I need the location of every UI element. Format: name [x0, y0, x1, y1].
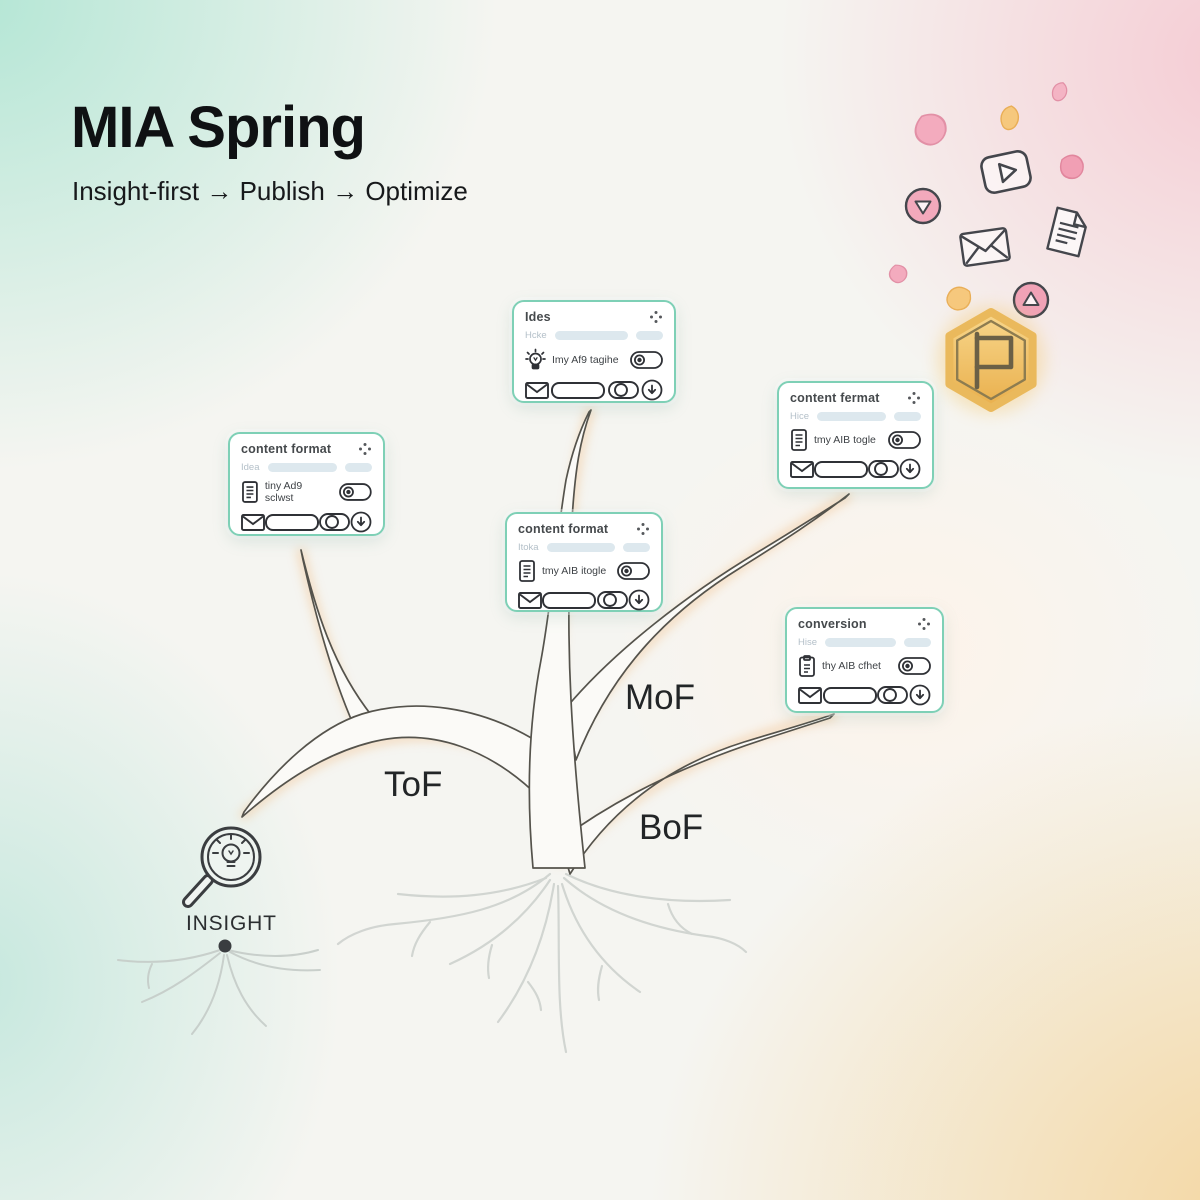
page-title: MIA Spring — [71, 95, 366, 160]
envelope-icon[interactable] — [790, 460, 814, 478]
lightbulb-icon — [212, 834, 250, 867]
row-text: tiny Ad9 sclwst — [264, 480, 303, 504]
pill-button[interactable] — [551, 381, 606, 399]
label-tof: ToF — [384, 765, 443, 804]
row-text: Imy Af9 tagihe — [552, 354, 619, 366]
card-title: content format — [518, 522, 609, 536]
field-label: Idea — [241, 462, 260, 473]
field-label: Hice — [790, 411, 810, 422]
toggle-switch[interactable] — [888, 431, 921, 449]
card-content-format-left[interactable]: content format Idea tiny Ad9 sclwst — [228, 432, 385, 536]
card-content-format-right[interactable]: content fermat Hice tmy AIB togle — [777, 381, 934, 489]
label-bof: BoF — [639, 808, 704, 847]
pill-button[interactable] — [822, 686, 877, 704]
half-toggle-icon[interactable] — [877, 686, 909, 704]
tree-branches — [241, 409, 850, 875]
card-content-format-middle[interactable]: content format Itoka tmy AIB itogle — [505, 512, 663, 612]
lightbulb-icon — [525, 348, 546, 370]
drag-dots-icon[interactable] — [649, 310, 663, 324]
large-root-system — [336, 872, 748, 1054]
document-icon — [1046, 206, 1087, 258]
half-toggle-icon[interactable] — [607, 381, 639, 399]
pill-button[interactable] — [814, 460, 868, 478]
placeholder-bar — [267, 463, 337, 472]
row-text: thy AIB cfhet — [822, 660, 881, 672]
document-icon — [519, 560, 535, 582]
download-icon[interactable] — [641, 379, 663, 401]
placeholder-bar — [345, 463, 372, 472]
row-text: tmy AIB itogle — [542, 565, 607, 577]
clipboard-icon — [799, 655, 815, 677]
download-icon[interactable] — [899, 458, 921, 480]
card-ides[interactable]: Ides Hcke Imy Af9 tagihe — [512, 300, 676, 403]
envelope-icon[interactable] — [241, 513, 265, 531]
toggle-switch[interactable] — [617, 562, 650, 580]
play-video-icon — [980, 149, 1032, 195]
toggle-switch[interactable] — [339, 483, 372, 501]
placeholder-bar — [904, 638, 931, 647]
download-icon[interactable] — [909, 684, 931, 706]
flag-badge-icon — [937, 306, 1045, 414]
drag-dots-icon[interactable] — [636, 522, 650, 536]
envelope-icon[interactable] — [798, 686, 822, 704]
page-subtitle: Insight-first → Publish → Optimize — [72, 176, 468, 206]
placeholder-bar — [546, 543, 615, 552]
play-circle-up-icon — [1012, 281, 1050, 319]
left-card-branch — [300, 549, 373, 727]
pill-button[interactable] — [265, 513, 319, 531]
placeholder-bar — [636, 331, 663, 340]
row-text: tmy AIB togle — [814, 434, 876, 446]
small-root-system — [117, 949, 321, 1035]
label-mof: MoF — [625, 678, 695, 717]
placeholder-bar — [825, 638, 896, 647]
drag-dots-icon[interactable] — [907, 391, 921, 405]
magnifier-lightbulb-icon — [182, 826, 262, 908]
play-circle-down-icon — [904, 187, 942, 225]
field-label: Itoka — [518, 542, 539, 553]
document-icon — [242, 481, 258, 503]
label-insight: INSIGHT — [186, 912, 277, 935]
envelope-icon — [959, 227, 1011, 267]
tof-branch — [241, 705, 541, 818]
envelope-icon[interactable] — [518, 591, 542, 609]
half-toggle-icon[interactable] — [319, 513, 350, 531]
half-toggle-icon[interactable] — [596, 591, 628, 609]
document-icon — [791, 429, 807, 451]
toggle-switch[interactable] — [630, 351, 663, 369]
card-title: conversion — [798, 617, 867, 631]
field-label: Hcke — [525, 330, 547, 341]
download-icon[interactable] — [350, 511, 372, 533]
placeholder-bar — [554, 331, 628, 340]
card-conversion[interactable]: conversion Hise thy AIB cfhet — [785, 607, 944, 713]
trunk — [528, 409, 592, 869]
flag-icon — [974, 331, 1014, 390]
envelope-icon[interactable] — [525, 381, 549, 399]
toggle-switch[interactable] — [898, 657, 931, 675]
download-icon[interactable] — [628, 589, 650, 611]
card-title: Ides — [525, 310, 551, 324]
card-title: content fermat — [790, 391, 880, 405]
placeholder-bar — [894, 412, 921, 421]
placeholder-bar — [623, 543, 650, 552]
half-toggle-icon[interactable] — [868, 460, 899, 478]
placeholder-bar — [817, 412, 886, 421]
mof-branch — [565, 493, 850, 761]
field-label: Hise — [798, 637, 818, 648]
drag-dots-icon[interactable] — [917, 617, 931, 631]
insight-root-dot — [218, 939, 232, 953]
drag-dots-icon[interactable] — [358, 442, 372, 456]
bof-branch — [559, 713, 835, 875]
pill-button[interactable] — [542, 591, 597, 609]
card-title: content format — [241, 442, 332, 456]
